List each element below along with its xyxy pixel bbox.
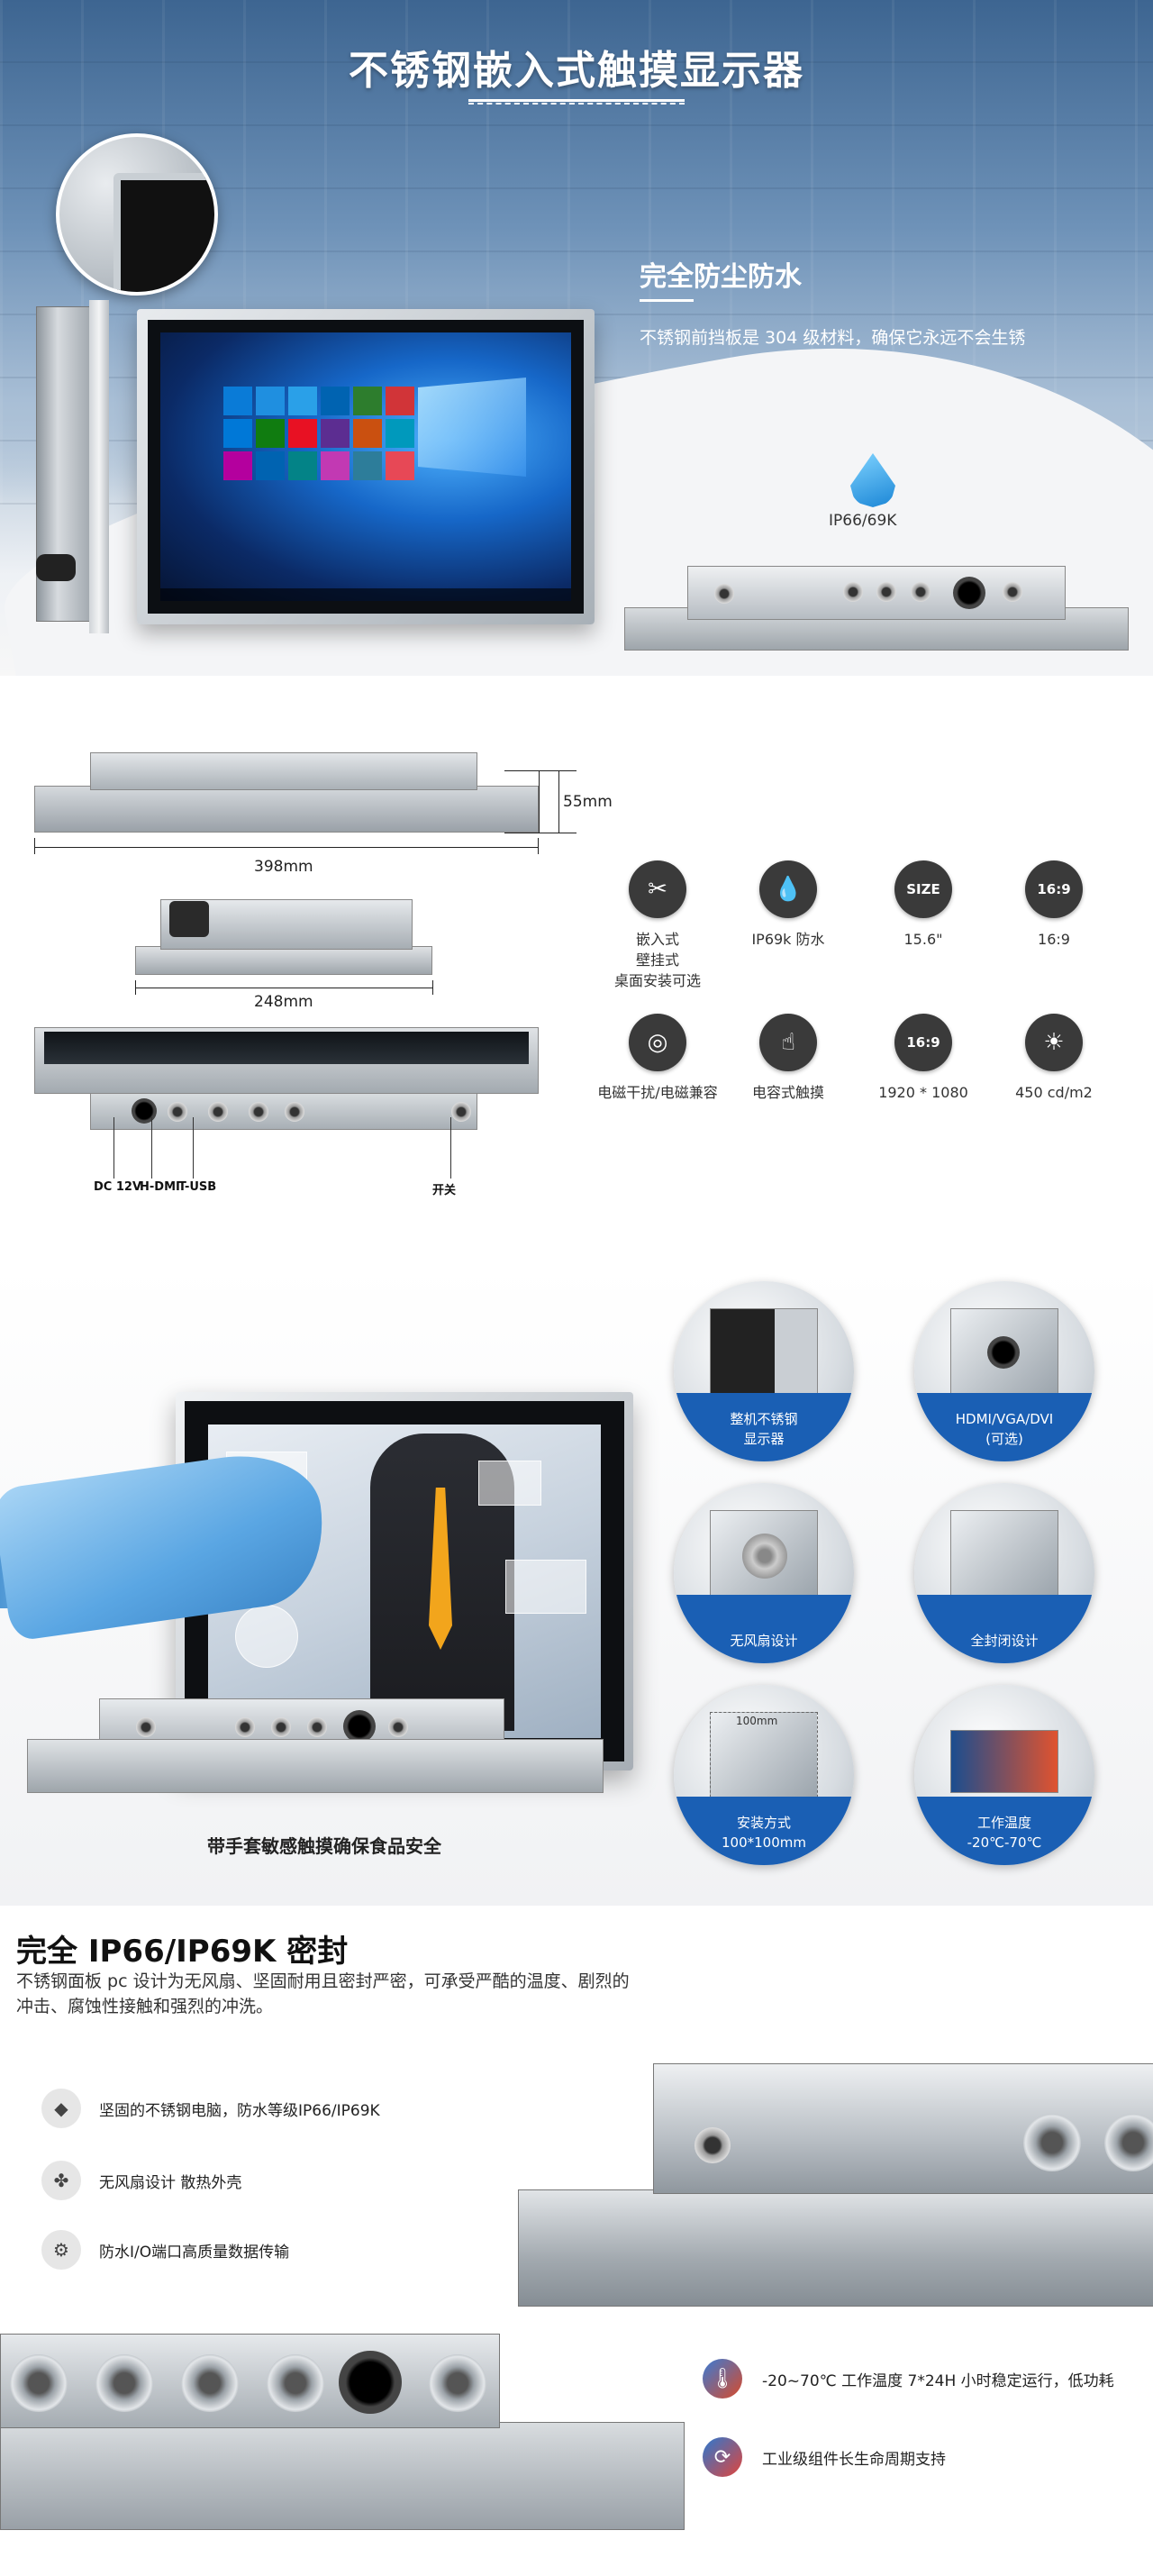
sealing-title: 完全 IP66/IP69K 密封: [16, 1934, 349, 1970]
stainless-body-circle: 整机不锈钢 显示器: [674, 1281, 854, 1461]
side-connector: [36, 554, 76, 581]
port-label-usb: T-USB: [178, 1180, 217, 1194]
start-tiles: [223, 387, 414, 480]
depth-dimension: 248mm: [254, 993, 313, 1011]
sealing-bullet-1: ◆坚固的不锈钢电脑，防水等级IP66/IP69K: [41, 2089, 380, 2128]
spec-mounting: ✂嵌入式 壁挂式 桌面安装可选: [590, 860, 725, 991]
port-label-dc: DC 12V: [94, 1180, 142, 1194]
height-dimension: 55mm: [563, 793, 613, 811]
bezel-closeup-circle: [56, 133, 218, 296]
aspect-ratio-icon: 16:9: [1025, 860, 1083, 918]
feature-title: 完全防尘防水: [640, 261, 802, 293]
port-label-hdmi: H-DMI: [140, 1180, 180, 1194]
feature-underline: [640, 299, 694, 302]
title-underline: [468, 99, 685, 105]
power-button-icon: [714, 584, 734, 604]
emi-icon: ◎: [629, 1014, 686, 1071]
windows-logo-icon: [418, 378, 526, 477]
fan-icon: ✤: [41, 2161, 81, 2200]
sealing-closeup-top: [653, 2063, 1153, 2194]
spec-waterproof: 💧IP69k 防水: [721, 860, 856, 950]
reliability-bullet-1: 🌡-20~70℃ 工作温度 7*24H 小时稳定运行，低功耗: [703, 2359, 1114, 2399]
feature-description: 不锈钢前挡板是 304 级材料，确保它永远不会生锈: [640, 328, 1026, 348]
port-label-switch: 开关: [432, 1184, 457, 1197]
touch-icon: ☝: [759, 1014, 817, 1071]
page-title: 不锈钢嵌入式触摸显示器: [349, 48, 804, 94]
ip-rating-label: IP66/69K: [829, 512, 897, 530]
features-caption: 带手套敏感触摸确保食品安全: [207, 1835, 441, 1857]
windows-screen: [160, 332, 571, 601]
demo-panel-base: [27, 1739, 604, 1793]
hero-monitor: [137, 309, 595, 624]
dimension-front-top: [90, 752, 477, 790]
bottom-view-back: [90, 1092, 477, 1130]
dimension-front-base: [34, 786, 539, 833]
thermometer-icon: 🌡: [703, 2359, 742, 2399]
sealing-description: 不锈钢面板 pc 设计为无风扇、坚固耐用且密封严密，可承受严酷的温度、剧烈的冲击…: [16, 1971, 630, 2016]
fanless-circle: 无风扇设计: [674, 1483, 854, 1663]
reliability-bullet-2: ⟳工业级组件长生命周期支持: [703, 2437, 946, 2477]
size-icon: SIZE: [894, 860, 952, 918]
lifecycle-icon: ⟳: [703, 2437, 742, 2477]
spec-emi: ◎电磁干扰/电磁兼容: [590, 1014, 725, 1103]
water-drop-icon: 💧: [759, 860, 817, 918]
power-button-icon: [695, 2127, 731, 2163]
temperature-circle: 工作温度 -20℃-70℃: [914, 1685, 1094, 1865]
taskbar: [160, 588, 571, 601]
connector-icon: ⚙: [41, 2230, 81, 2270]
spec-brightness: ☀450 cd/m2: [986, 1014, 1121, 1103]
width-dimension: 398mm: [254, 858, 313, 876]
sealed-circle: 全封闭设计: [914, 1483, 1094, 1663]
port-closeup-top: [0, 2334, 500, 2428]
hdmi-vga-circle: HDMI/VGA/DVI (可选): [914, 1281, 1094, 1461]
brightness-icon: ☀: [1025, 1014, 1083, 1071]
port-closeup-base: [0, 2422, 685, 2530]
sealing-closeup-base: [518, 2189, 1153, 2307]
spec-touch: ☝电容式触摸: [721, 1014, 856, 1103]
side-plug-icon: [169, 901, 209, 937]
sealing-bullet-2: ✤无风扇设计 散热外壳: [41, 2161, 241, 2200]
sealing-bullet-3: ⚙防水I/O端口高质量数据传输: [41, 2230, 289, 2270]
bottom-view-monitor: [34, 1027, 539, 1094]
tools-icon: ✂: [629, 860, 686, 918]
io-panel-view: [624, 566, 1129, 651]
side-view-base: [135, 946, 432, 975]
diamond-icon: ◆: [41, 2089, 81, 2128]
resolution-icon: 16:9: [894, 1014, 952, 1071]
